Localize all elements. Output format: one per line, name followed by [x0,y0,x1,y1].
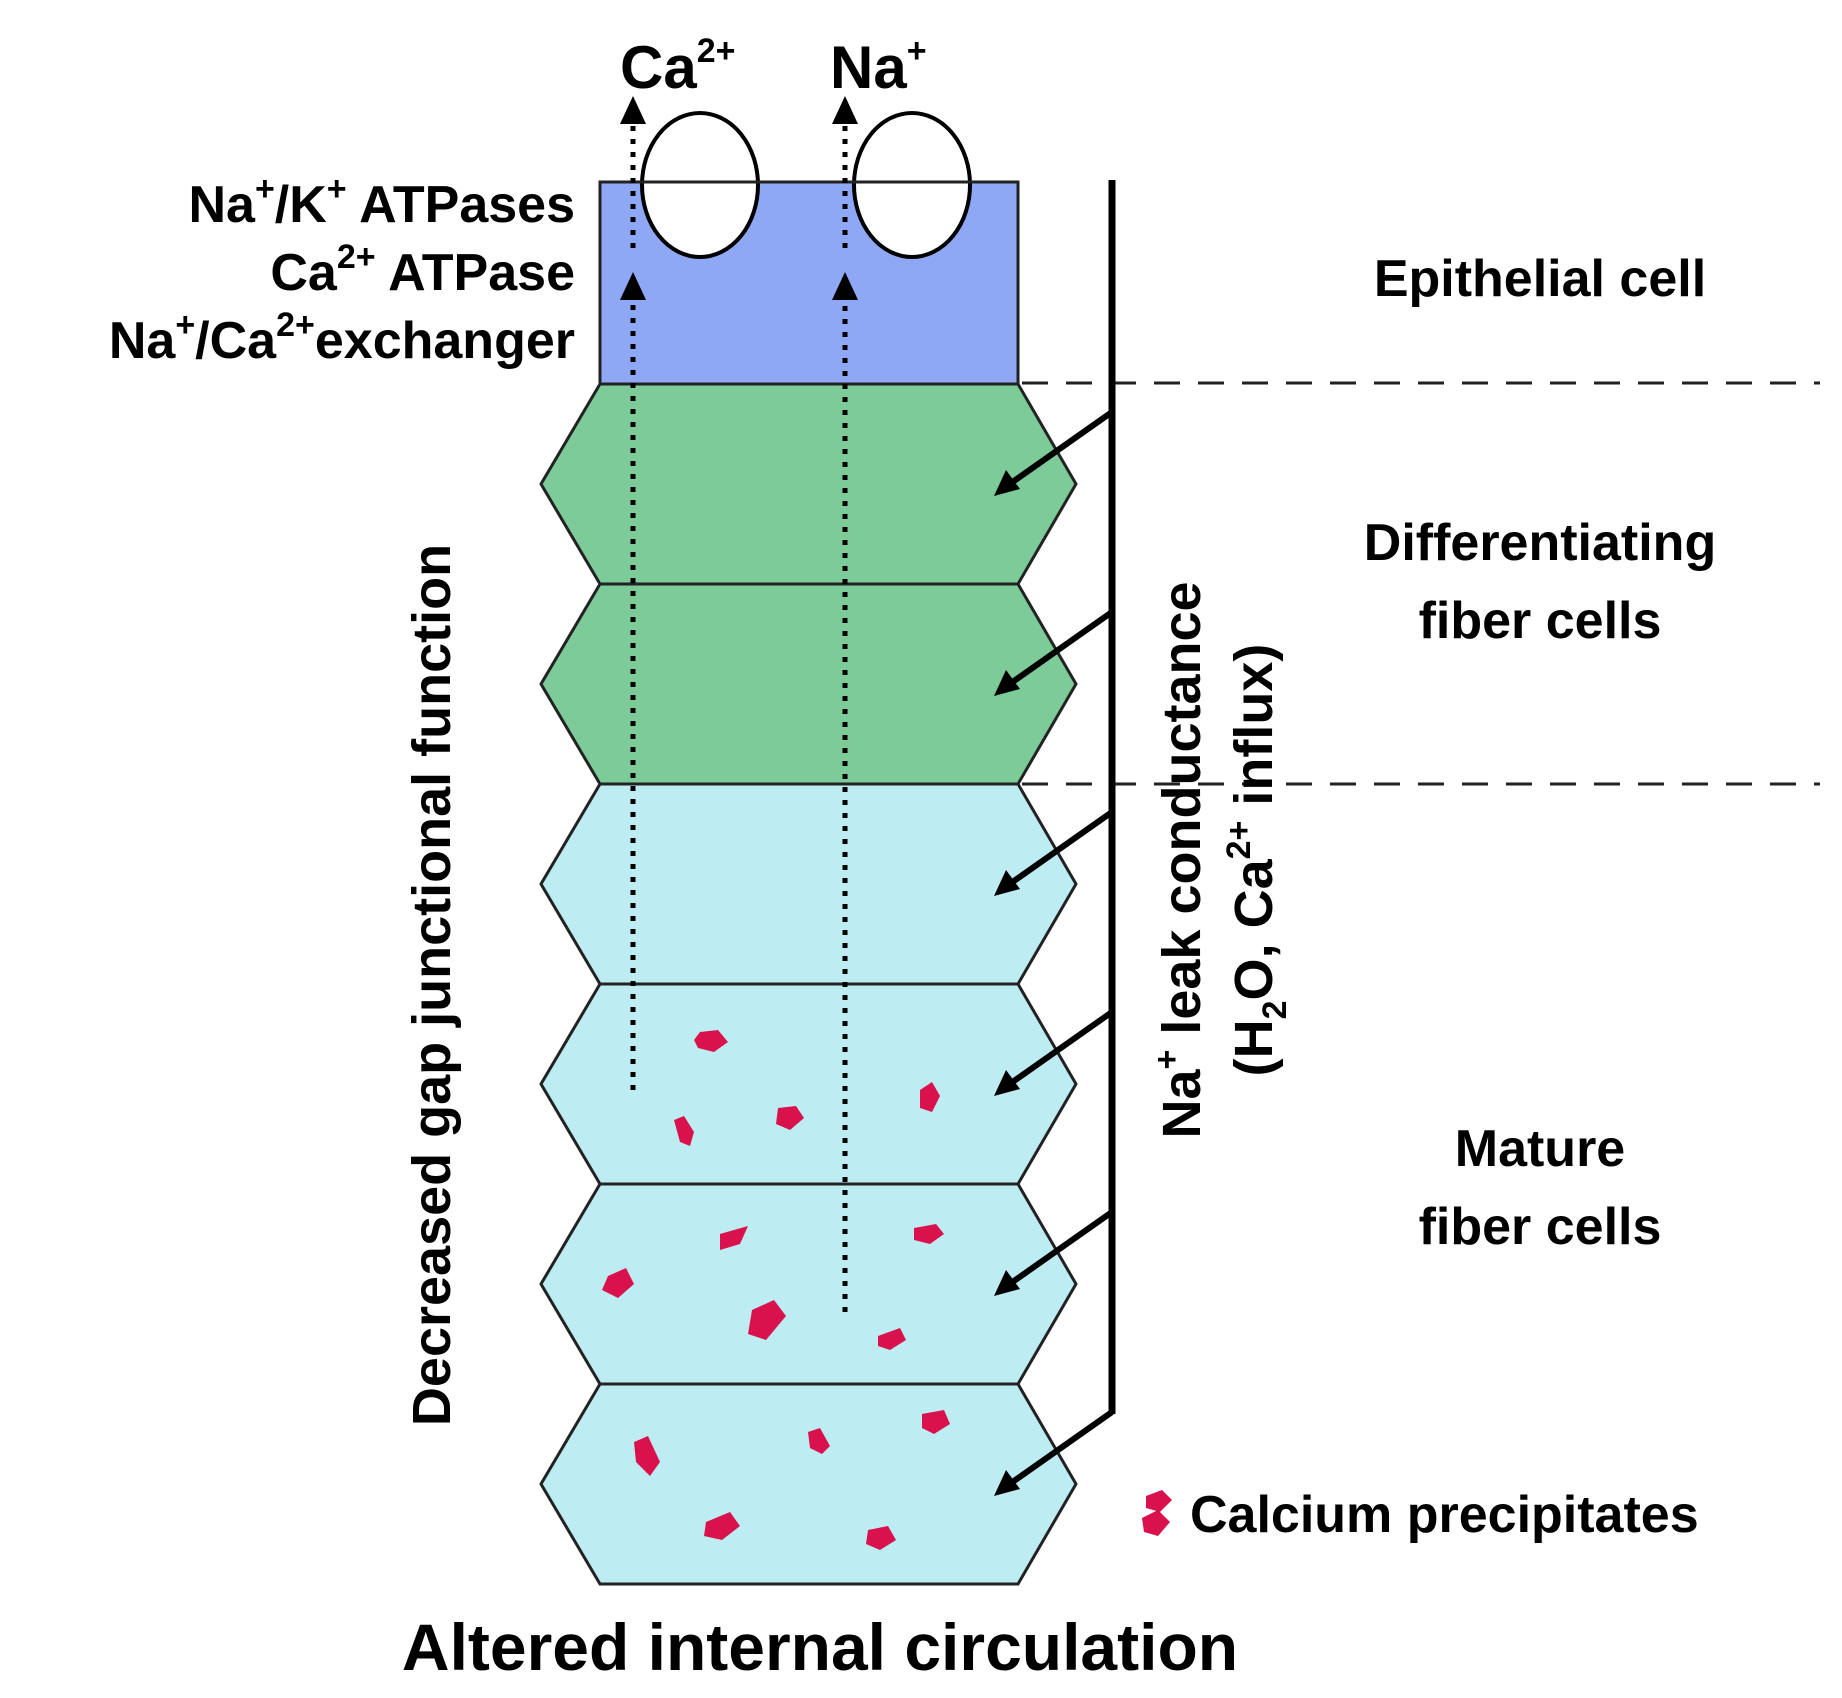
calcium-precipitate-icon [1146,1490,1172,1512]
mature-fiber-cell [539,982,1078,1186]
differentiating-fiber-cell [539,582,1078,786]
differentiating-zone-label-2: fiber cells [1419,592,1662,650]
calcium-precipitate-icon [1142,1510,1170,1536]
arrow-icon [620,272,646,300]
calcium-precipitate-icon [866,1526,896,1550]
transporter-label-3: Na+/Ca2+exchanger [109,306,575,370]
legend-label: Calcium precipitates [1190,1486,1699,1544]
calcium-precipitate-icon [776,1106,804,1130]
calcium-precipitate-icon [878,1328,906,1350]
calcium-precipitate-icon [674,1116,694,1146]
calcium-precipitate-icon [808,1428,830,1454]
arrow-icon [994,1070,1020,1096]
leak-arrow [1002,1409,1114,1491]
gap-label-text: Decreased gap junctional function [402,544,462,1426]
transporter-label-2: Ca2+ ATPase [270,238,575,302]
leak-label-line-2: (H2O, Ca2+ influx) [1220,644,1294,1077]
calcium-precipitate-icon [602,1268,634,1298]
calcium-precipitate-icon [914,1224,944,1244]
differentiating-zone-label-1: Differentiating [1364,514,1716,572]
arrow-icon [832,272,858,300]
leak-arrow [1002,409,1114,491]
leak-conductance-label: Na+ leak conductance (H2O, Ca2+ influx) [1148,581,1294,1138]
mature-fiber-cell [539,782,1078,986]
calcium-precipitate-icon [704,1512,740,1540]
pump-circle-icon [852,111,972,259]
footer-title: Altered internal circulation [402,1610,1238,1684]
calcium-precipitate-icon [720,1226,748,1250]
leak-arrow [1002,1009,1114,1091]
calcium-precipitate-icon [748,1300,786,1340]
na-ion-label: Na+ [830,32,927,101]
arrow-icon [994,1470,1020,1496]
calcium-precipitate-icon [634,1436,660,1476]
arrow-icon [994,470,1020,496]
transporter-label-1: Na+/K+ ATPases [188,170,575,234]
calcium-precipitate-icon [694,1030,728,1052]
leak-arrow [1002,809,1114,891]
arrow-icon [994,1270,1020,1296]
mature-zone-label-1: Mature [1455,1120,1625,1178]
mature-fiber-cell [539,1382,1078,1586]
pump-circle-icon [640,111,760,259]
arrow-icon [994,670,1020,696]
arrow-icon [832,96,858,124]
legend: Calcium precipitates [1142,1486,1699,1544]
precipitates [602,1030,950,1550]
arrow-icon [994,870,1020,896]
ca-ion-label: Ca2+ [620,32,735,101]
gap-junction-label: Decreased gap junctional function [402,544,462,1426]
leak-arrow [1002,1209,1114,1291]
arrow-icon [620,96,646,124]
epithelial-zone-label: Epithelial cell [1374,250,1706,308]
mature-zone-label-2: fiber cells [1419,1198,1662,1256]
differentiating-fiber-cell [539,382,1078,586]
leak-label-line-1: Na+ leak conductance [1148,581,1212,1138]
calcium-precipitate-icon [920,1082,940,1112]
calcium-precipitate-icon [922,1410,950,1434]
leak-arrow [1002,609,1114,691]
